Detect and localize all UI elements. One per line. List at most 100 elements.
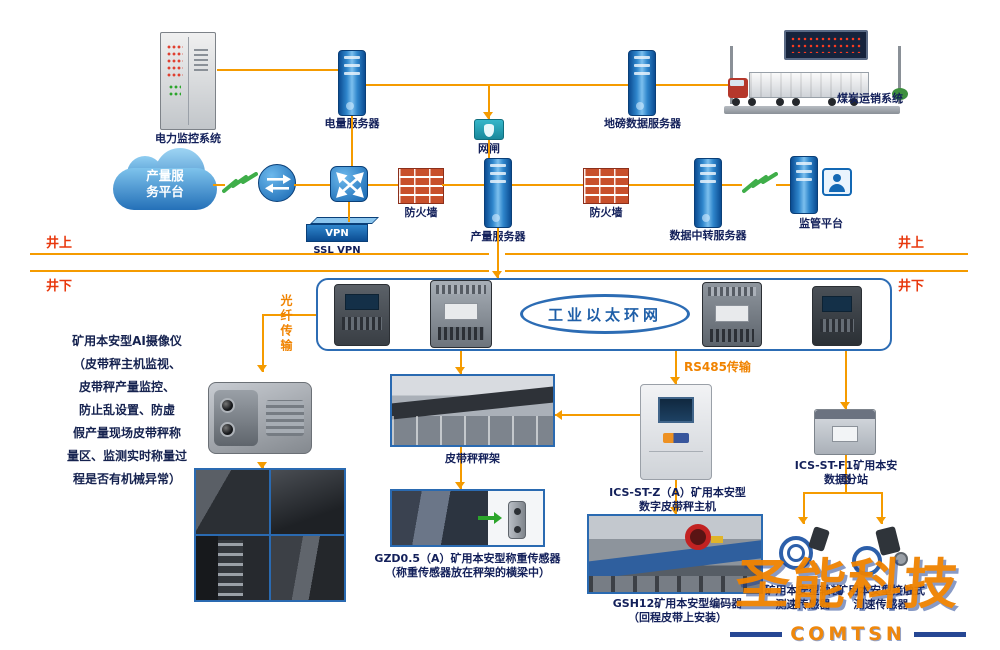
brand-watermark: 圣能科技 COMTSN — [728, 540, 968, 645]
frame-struts — [589, 576, 761, 592]
router-icon — [258, 164, 296, 202]
cabinet-door-seam — [188, 37, 189, 125]
relay-server-icon — [694, 158, 722, 228]
camera-feed — [271, 536, 344, 600]
connector-line — [803, 492, 805, 524]
camera-feed — [271, 470, 344, 534]
supervision-rack-icon — [790, 156, 818, 214]
note-line: 皮带秤产量监控、 — [78, 380, 175, 394]
server-slot — [634, 64, 650, 67]
truck-window — [730, 80, 744, 86]
server-slot — [490, 172, 506, 175]
arrow-icon — [257, 462, 267, 469]
brand-name-cn: 圣能科技 — [733, 553, 962, 616]
contact-speed-sensor-icon — [848, 524, 914, 580]
encoder-label-2: （回程皮带上安装） — [628, 611, 727, 624]
ssl-vpn-label: SSL VPN — [313, 245, 361, 256]
boundary-line — [30, 270, 489, 272]
connector-line — [460, 447, 462, 489]
device-screen — [345, 294, 379, 310]
green-arrow-shaft — [478, 516, 494, 520]
contact-sensor-label-1: 矿用本安型接触式 — [837, 584, 925, 597]
axle-sensor-label-1: 矿用本安型轴装 — [764, 584, 842, 597]
truck-trailer — [749, 72, 869, 98]
firewall-right-label: 防火墙 — [589, 206, 623, 219]
load-cell-label-2: （称重传感器放在秤架的横梁中） — [385, 566, 550, 579]
server-led — [636, 102, 644, 110]
load-cell-sensor — [508, 501, 526, 539]
substation-label-1: ICS-ST-F1矿用本安型 — [794, 459, 898, 486]
server-led — [702, 214, 710, 222]
device-screen — [822, 296, 852, 312]
mine-substation-device — [334, 284, 390, 346]
sensor-hole — [514, 526, 521, 533]
operator-monitor-icon — [822, 168, 852, 196]
encoder-wheel — [685, 524, 711, 550]
supervision-label: 监管平台 — [799, 217, 843, 230]
brand-bar — [730, 631, 783, 637]
connector-line — [460, 351, 462, 374]
host-screen — [658, 397, 694, 423]
sensor-hole — [514, 508, 521, 515]
belt-underside — [392, 491, 488, 545]
device-plate — [715, 305, 749, 322]
server-slot — [344, 64, 360, 67]
connector-line — [656, 84, 728, 86]
load-cell-label-1: GZD0.5（A）矿用本安型称重传感器 — [374, 552, 561, 565]
device-grill — [710, 329, 754, 342]
substation-tag — [832, 426, 858, 442]
server-slot — [700, 180, 716, 183]
coal-sales-label: 煤炭运销系统 — [837, 92, 903, 105]
boundary-line — [505, 270, 968, 272]
server-slot — [344, 56, 360, 59]
arrow-icon — [840, 402, 850, 409]
firewall-icon — [398, 168, 444, 204]
connector-line — [845, 351, 847, 409]
frame-struts — [392, 416, 553, 445]
arrow-icon — [670, 507, 680, 514]
switch-icon — [330, 166, 368, 202]
brand-name-en: COMTSN — [790, 623, 906, 645]
switch-arrows — [336, 172, 364, 198]
server-slot — [634, 72, 650, 75]
cabinet-indicator-lights-green — [169, 85, 181, 99]
industrial-ethernet-ring: 工业以太环网 — [520, 294, 690, 334]
connector-line — [722, 184, 742, 186]
server-slot — [796, 178, 812, 181]
ethernet-ring-frame — [316, 278, 892, 351]
boundary-line — [505, 253, 968, 255]
connector-line — [442, 184, 484, 186]
lightning-icon — [742, 172, 778, 193]
camera-heatsink — [266, 400, 304, 436]
axle-speed-sensor-icon — [773, 524, 833, 580]
sensor-wheel — [894, 552, 908, 566]
device-grill — [820, 319, 854, 332]
network-gateway-icon — [474, 119, 504, 140]
truck-icon — [728, 70, 878, 108]
substation-label-2: 数据分站 — [824, 473, 868, 486]
connector-line — [351, 116, 353, 166]
axle-sensor-label-2: 测速传感器 — [775, 598, 831, 611]
note-line: 程是否有机械异常） — [72, 472, 181, 486]
production-server-icon — [484, 158, 512, 228]
server-led — [492, 214, 500, 222]
truck-wheels — [732, 98, 740, 106]
brand-row: COMTSN — [728, 623, 968, 645]
arrow-icon — [876, 517, 886, 524]
server-slot — [344, 72, 360, 75]
power-server-icon — [338, 50, 366, 116]
camera-feed — [196, 536, 269, 600]
below-ground-right-label: 井下 — [898, 279, 925, 294]
belt-frame-label: 皮带秤秤架 — [445, 452, 500, 465]
power-cabinet-icon — [160, 32, 216, 130]
host-label-2: 数字皮带秤主机 — [639, 500, 716, 513]
server-slot — [490, 164, 506, 167]
relay-server-label: 数据中转服务器 — [669, 229, 747, 242]
below-ground-left-label: 井下 — [46, 279, 73, 294]
firewall-icon — [583, 168, 629, 204]
mine-switch-device — [430, 280, 492, 348]
weighbridge-server-icon — [628, 50, 656, 116]
connector-line — [512, 184, 583, 186]
camera-feed — [196, 470, 269, 534]
